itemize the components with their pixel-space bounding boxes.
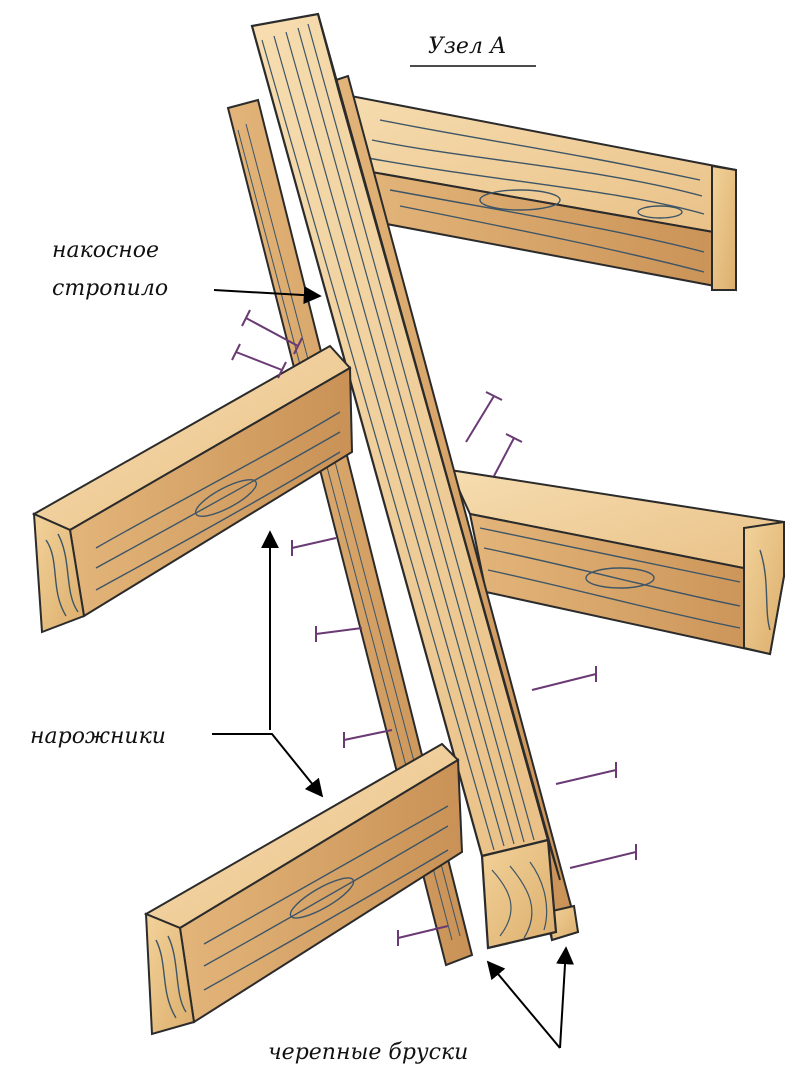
arrow-batten-left <box>486 960 561 1049</box>
jack-rafter-upper-right <box>328 90 737 292</box>
arrow-jack-lower <box>212 733 324 798</box>
label-jack-rafters: нарожники <box>30 724 166 749</box>
jack-rafter-left-lower <box>143 742 464 1036</box>
jack-rafter-middle-right <box>448 468 786 656</box>
diagram-title: Узел А <box>428 34 507 59</box>
label-hip-rafter-line1: накосное <box>52 238 160 263</box>
nails <box>231 309 637 946</box>
arrow-batten-right <box>556 946 575 1049</box>
jack-rafter-left-upper <box>31 344 354 634</box>
label-hip-rafter-line2: стропило <box>52 276 169 301</box>
hip-rafter <box>250 12 561 950</box>
arrow-hip-rafter <box>213 286 322 305</box>
callout-arrows <box>212 286 575 1049</box>
label-battens: черепные бруски <box>268 1040 469 1065</box>
